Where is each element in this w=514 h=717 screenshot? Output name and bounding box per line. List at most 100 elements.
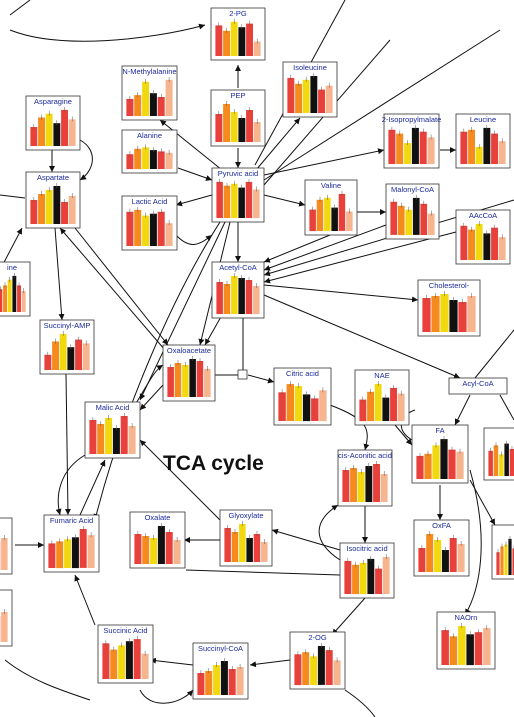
bar — [59, 333, 67, 370]
bar — [468, 129, 475, 164]
bar — [352, 564, 359, 595]
node-label: Malic Acid — [96, 403, 130, 412]
bar — [325, 85, 333, 113]
bar — [231, 532, 239, 562]
node-label: Valine — [321, 181, 341, 190]
bar — [468, 229, 475, 260]
bar — [498, 237, 506, 260]
edge-pyruvate-isoleucine — [255, 117, 301, 171]
bar — [224, 528, 231, 562]
node-alanine: Alanine — [121, 129, 178, 174]
node-oxaloacetate: Oxaloacetate — [162, 344, 216, 402]
bar — [342, 470, 350, 502]
bar — [427, 213, 435, 236]
edge-pyruvate-isopropylmalate — [263, 148, 385, 176]
bar — [7, 279, 12, 312]
edge-glyoxylate-malic — [139, 439, 221, 521]
bar — [253, 189, 260, 218]
edge-pyruvate-valine — [263, 194, 306, 207]
bar — [87, 535, 95, 568]
bar — [325, 650, 333, 685]
bar — [253, 534, 261, 562]
bar — [367, 391, 374, 422]
bar — [491, 227, 498, 260]
node-2-pg: 2-PG — [210, 7, 266, 61]
bar — [157, 97, 165, 116]
node-isocitric-acid: Isocitric acid — [339, 542, 395, 599]
edge-succinic-loop — [139, 689, 194, 704]
bar — [48, 543, 56, 568]
bar — [220, 661, 228, 695]
node-succinic-acid: Succinic Acid — [97, 624, 154, 684]
node-oxalate: Oxalate — [129, 511, 186, 569]
node-label: Cholesterol- — [429, 281, 470, 290]
bar — [441, 630, 449, 665]
bar — [388, 129, 396, 164]
node-isoleucine: Isoleucine — [282, 61, 338, 118]
bar — [165, 223, 173, 246]
bar — [390, 201, 398, 235]
node-label: ine — [7, 263, 17, 272]
node-label: Alanine — [137, 131, 162, 140]
edge-fa-naorn — [464, 469, 482, 616]
bar — [412, 197, 420, 235]
node-label: Pyruvic acid — [218, 169, 258, 178]
bar — [165, 152, 173, 169]
node-label: NAOrn — [455, 613, 478, 622]
bar — [238, 187, 245, 218]
edge-acetylcoa-acylcoa — [263, 294, 461, 379]
bar — [157, 211, 165, 246]
bar — [165, 532, 173, 564]
node-label: OxFA — [432, 521, 451, 530]
bar — [142, 81, 150, 116]
bar — [382, 557, 390, 594]
node-edge-right-1 — [483, 427, 514, 481]
bar — [236, 667, 244, 695]
bar — [434, 540, 442, 572]
bar — [509, 449, 514, 476]
bar — [449, 300, 458, 332]
bar — [157, 526, 165, 564]
bar — [424, 453, 432, 479]
bar — [189, 359, 196, 397]
edge-acetylcoa-oxaloacetate — [204, 314, 223, 346]
bar — [68, 196, 76, 224]
node-label: Acyl-CoA — [462, 379, 493, 388]
bar — [475, 146, 483, 164]
node-label: Oxaloacetate — [167, 346, 211, 355]
node-edge-right-2 — [491, 524, 514, 580]
bar — [294, 654, 302, 686]
bar — [3, 285, 7, 312]
node-edge-left-2 — [0, 589, 13, 647]
bar — [30, 127, 38, 146]
bar — [21, 291, 26, 312]
bar — [67, 347, 75, 370]
node-malic-acid: Malic Acid — [84, 401, 141, 459]
bar — [295, 83, 302, 114]
bar — [174, 363, 182, 397]
bar — [344, 560, 352, 594]
node-label: N-Methylalanine — [122, 67, 176, 76]
bar — [458, 626, 466, 665]
edge-aspartate-succinylamp — [54, 227, 65, 321]
bar — [68, 119, 76, 146]
bar — [75, 339, 82, 370]
bar — [420, 203, 428, 235]
edge-malic-fumaric — [55, 454, 86, 516]
bar — [97, 424, 105, 454]
bar — [30, 200, 38, 224]
bar — [128, 426, 136, 454]
bar — [142, 536, 150, 564]
node-pyruvic-acid: Pyruvic acid — [211, 167, 265, 223]
bar — [475, 223, 483, 260]
bar — [440, 439, 448, 479]
node-succinyl-coa: Succinyl-CoA — [192, 642, 249, 700]
bar — [310, 656, 318, 685]
bar — [142, 147, 150, 169]
node-asparagine: Asparagine — [25, 95, 81, 151]
reaction-junction-box — [237, 369, 248, 380]
node-label: AAcCoA — [469, 211, 497, 220]
node-oxfa: OxFA — [413, 519, 470, 577]
bar — [45, 113, 53, 146]
tca-cycle-title: TCA cycle — [163, 452, 264, 475]
